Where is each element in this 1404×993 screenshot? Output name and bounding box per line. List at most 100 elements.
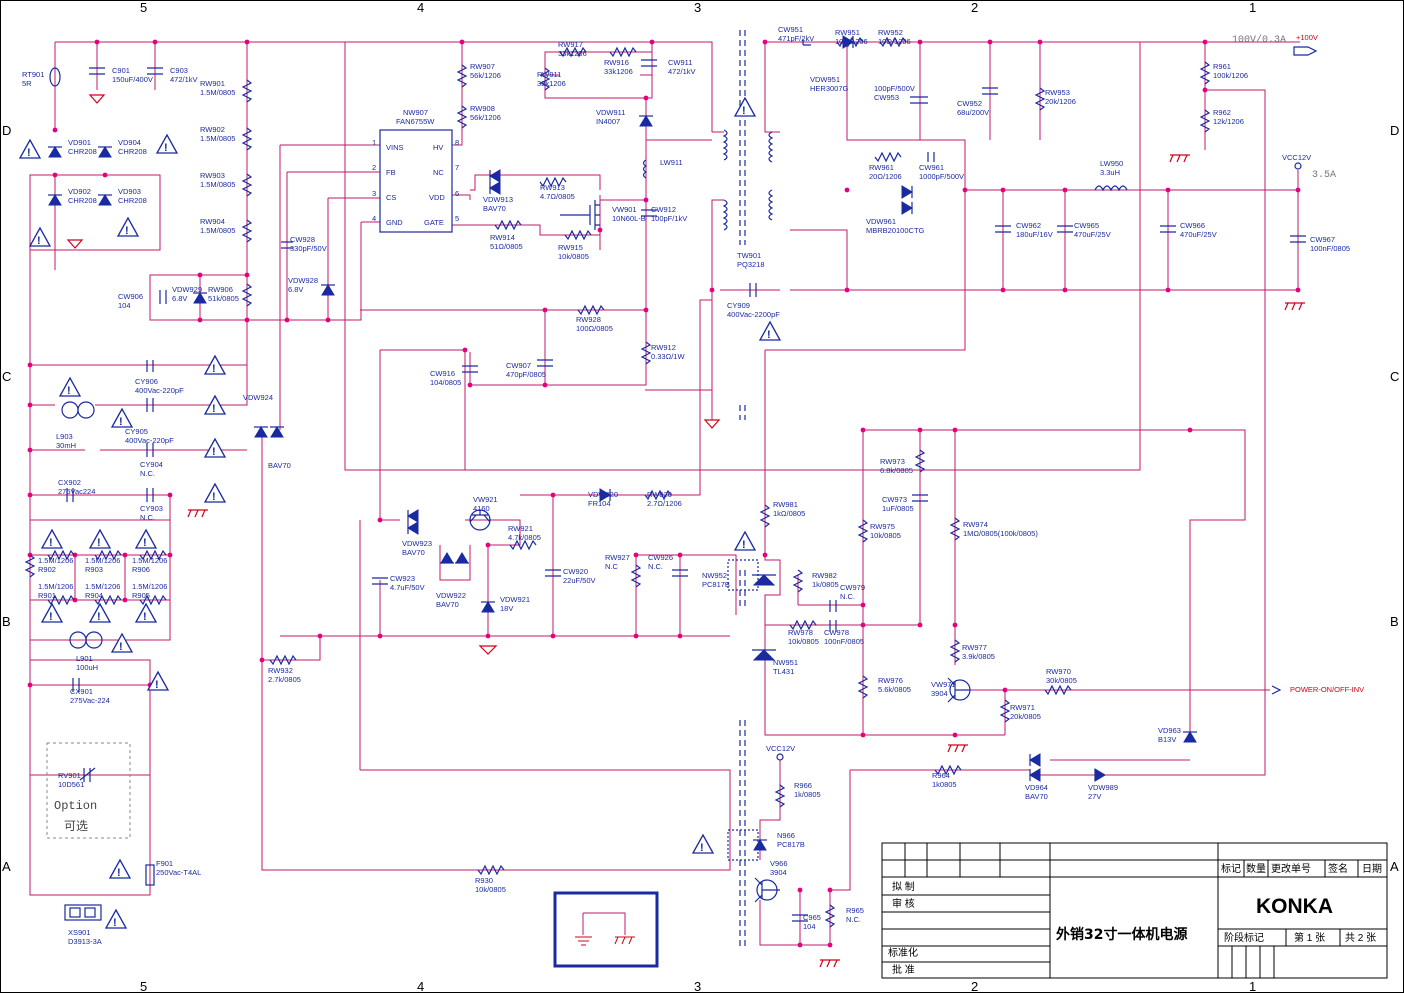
component-label-v966: V966	[770, 859, 788, 868]
component-label-r961: 100k/1206	[1213, 71, 1248, 80]
output-100v-spec: 100V/0.3A	[1232, 34, 1286, 46]
component-label-r964: R964	[932, 771, 950, 780]
svg-text:!: !	[49, 537, 53, 549]
component-label-vdw922: VDW922	[436, 591, 466, 600]
warning-icon: !	[203, 437, 227, 458]
component-label-rw902: RW902	[200, 125, 225, 134]
component-label-cy904: CY904	[140, 460, 163, 469]
component-label-rw976: 5.6k/0805	[878, 685, 911, 694]
component-label-cw916: 104/0805	[430, 378, 461, 387]
component-label-vd902: CHR208	[68, 196, 97, 205]
component-label-vdw951: HER3007G	[810, 84, 849, 93]
component-label-n966: N966	[777, 831, 795, 840]
component-label-vw901: VW901	[612, 205, 637, 214]
component-label-rw978: RW978	[788, 628, 813, 637]
warning-icon: !	[733, 96, 757, 117]
component-label-rw982: RW982	[812, 571, 837, 580]
component-label-cw973: CW973	[882, 495, 907, 504]
component-label-lw950: 3.3uH	[1100, 168, 1120, 177]
svg-text:!: !	[113, 917, 117, 929]
component-label-r962: 12k/1206	[1213, 117, 1244, 126]
component-label-cy905: 400Vac-220pF	[125, 436, 174, 445]
ic-pin-vdd: VDD	[429, 193, 445, 202]
warning-icon: !	[203, 354, 227, 375]
warning-icon: !	[134, 602, 158, 623]
component-label-vdw928: 6.8V	[288, 285, 303, 294]
component-label-cy909: 400Vac-2200pF	[727, 310, 780, 319]
component-label-cw907: 470pF/0805	[506, 370, 546, 379]
component-label-rv901: RV901	[58, 771, 81, 780]
warning-icon: !	[40, 528, 64, 549]
component-label-vdw929: 6.8V	[172, 294, 187, 303]
component-label-cw978: 100nF/0805	[824, 637, 864, 646]
component-label-cw962: CW962	[1016, 221, 1041, 230]
component-label-rw917: 33k1206	[558, 49, 587, 58]
component-label-cw928: CW928	[290, 235, 315, 244]
component-label-vd904: CHR208	[118, 147, 147, 156]
component-label-cw966: 470uF/25V	[1180, 230, 1217, 239]
svg-text:!: !	[117, 867, 121, 879]
component-label-rw904: 1.5M/0805	[200, 226, 235, 235]
component-label-r903: R903	[85, 565, 103, 574]
component-label-vdw911: VDW911	[596, 108, 625, 117]
component-label-rw971: 20k/0805	[1010, 712, 1041, 721]
component-label-cw965: 470uF/25V	[1074, 230, 1111, 239]
component-label-rw978: 10k/0805	[788, 637, 819, 646]
ic-ref: NW907	[403, 108, 428, 117]
component-label-rw903: 1.5M/0805	[200, 180, 235, 189]
component-label-rw920: RW920	[647, 490, 672, 499]
ic-pin-gate: GATE	[424, 218, 444, 227]
svg-text:!: !	[97, 611, 101, 623]
component-label-vd964: BAV70	[1025, 792, 1048, 801]
component-label-rw908: RW908	[470, 104, 495, 113]
component-label-r930: R930	[475, 876, 493, 885]
svg-text:!: !	[212, 446, 216, 458]
component-label-f901: F901	[156, 859, 173, 868]
component-label-cw912: CW912	[651, 205, 676, 214]
svg-text:!: !	[742, 539, 746, 551]
tb-total-sheets: 共 2 张	[1345, 932, 1376, 944]
component-label-rw952: RW952	[878, 28, 903, 37]
svg-text:!: !	[49, 611, 53, 623]
zone-left-C: C	[2, 369, 11, 384]
component-label-rw915: 10k/0805	[558, 252, 589, 261]
component-label-rw953: 20k/1206	[1045, 97, 1076, 106]
component-label-rw981: RW981	[773, 500, 798, 509]
component-label-vd903: CHR208	[118, 196, 147, 205]
wires	[29, 41, 1300, 946]
component-label-rw907: RW907	[470, 62, 495, 71]
zone-top-2: 2	[971, 0, 978, 15]
svg-text:!: !	[212, 491, 216, 503]
ic-pin-num: 2	[372, 163, 376, 172]
component-label-cw961: CW961	[919, 163, 944, 172]
ic-pin-hv: HV	[433, 143, 443, 152]
component-label-cw979: N.C.	[840, 592, 855, 601]
component-label-vdw961: VDW961	[866, 217, 896, 226]
tb-row-approve: 批 准	[892, 963, 915, 976]
component-label-r902: 1.5M/1206	[38, 556, 73, 565]
option-label-cn: 可选	[64, 819, 88, 834]
component-label-lw911: LW911	[660, 158, 683, 167]
zone-left-D: D	[2, 123, 11, 138]
component-label-c903: C903	[170, 66, 188, 75]
component-label-vdw921: 18V	[500, 604, 513, 613]
output-100v-label: +100V	[1296, 33, 1318, 42]
component-label-nw952: NW952	[702, 571, 727, 580]
component-label-r905: R905	[132, 591, 150, 600]
warning-triangles: ! ! ! ! ! ! ! ! ! ! ! ! ! ! ! ! ! ! ! ! …	[18, 96, 782, 929]
ic-pin-num: 5	[455, 214, 459, 223]
component-label-r930: 10k/0805	[475, 885, 506, 894]
component-label-rw907: 56k/1206	[470, 71, 501, 80]
component-label-nw951: TL431	[773, 667, 794, 676]
component-label-rw973: 6.8k/0805	[880, 466, 913, 475]
component-label-rw982: 1k/0805	[812, 580, 839, 589]
component-label-cx902: CX902	[58, 478, 81, 487]
component-label-vw921: 4160	[473, 504, 490, 513]
component-label-cw953: 100pF/500V	[874, 84, 915, 93]
ic-pin-num: 8	[455, 138, 459, 147]
svg-text:!: !	[37, 235, 41, 247]
svg-text:!: !	[119, 641, 123, 653]
component-label-f901: 250Vac-T4AL	[156, 868, 201, 877]
component-label-tw901: PQ3218	[737, 260, 765, 269]
component-label-rw904: RW904	[200, 217, 225, 226]
